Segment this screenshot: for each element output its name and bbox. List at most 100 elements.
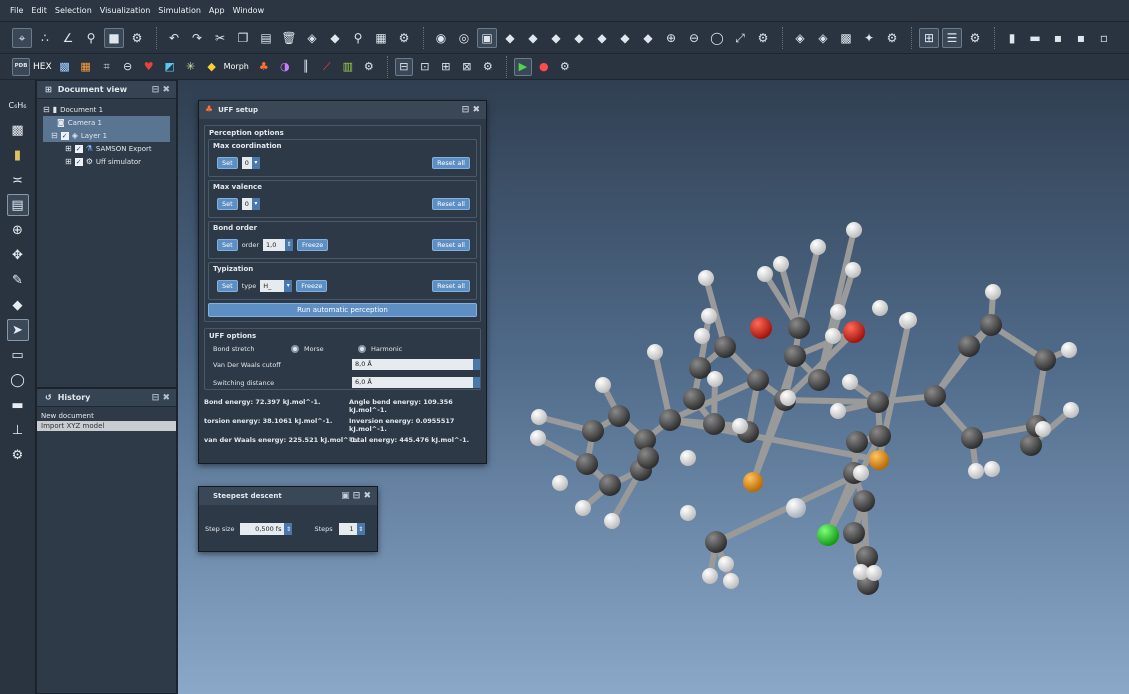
bond[interactable] — [667, 377, 761, 423]
bond[interactable] — [652, 349, 673, 423]
hydrogen-atom[interactable] — [846, 222, 862, 238]
panel-close-icon[interactable]: ▣ ⊟ ✖ — [341, 491, 371, 501]
panel-close-icon[interactable]: ⊟ ✖ — [151, 84, 170, 95]
bond[interactable] — [825, 470, 857, 538]
record-icon[interactable]: ● — [539, 60, 549, 73]
visibility-checkbox[interactable]: ✓ — [60, 131, 69, 140]
carbon-atom[interactable] — [689, 357, 711, 379]
carbon-atom[interactable] — [637, 447, 659, 469]
bond[interactable] — [782, 329, 857, 403]
carbon-atom[interactable] — [843, 522, 865, 544]
bond[interactable] — [782, 397, 881, 405]
color-map-icon[interactable]: ▦ — [80, 60, 91, 73]
menu-file[interactable]: File — [10, 6, 24, 15]
hydrogen-atom[interactable] — [825, 328, 841, 344]
bond-order-set-button[interactable]: Set — [217, 238, 238, 251]
render-quality-icon[interactable]: ◈ — [795, 30, 805, 45]
harmonic-radio[interactable] — [358, 345, 366, 353]
steps-spinbox[interactable]: 1⇕ — [338, 523, 365, 535]
find-icon[interactable]: ⚲ — [353, 30, 363, 45]
simulator-4-icon[interactable]: ⊠ — [462, 60, 472, 73]
hydrogen-atom[interactable] — [702, 568, 718, 584]
docking-icon[interactable]: ◑ — [280, 60, 290, 73]
hydrogen-atom[interactable] — [773, 256, 789, 272]
hydrogen-atom[interactable] — [866, 565, 882, 581]
hydrogen-atom[interactable] — [810, 239, 826, 255]
cube-view-icon[interactable]: ▣ — [477, 27, 497, 48]
max-coord-reset-button[interactable]: Reset all — [432, 157, 470, 169]
hide-icon[interactable]: ◈ — [307, 30, 317, 45]
view-right-icon[interactable]: ◆ — [574, 30, 584, 45]
hydrogen-atom[interactable] — [531, 409, 547, 425]
knife-icon[interactable]: ⟋ — [323, 60, 331, 73]
hydrogen-atom[interactable] — [1063, 402, 1079, 418]
max-coord-spinbox[interactable]: 0▾ — [241, 156, 260, 169]
switching-distance-stepper[interactable] — [473, 377, 480, 388]
hydrogen-atom[interactable] — [830, 304, 846, 320]
copy-icon[interactable]: ❐ — [237, 30, 249, 45]
hydrogen-atom[interactable] — [647, 344, 663, 360]
hydrogen-atom[interactable] — [901, 312, 917, 328]
chart-icon[interactable]: ▥ — [342, 60, 354, 73]
molecule-render[interactable] — [178, 80, 1129, 694]
grid-icon[interactable]: ▤ — [6, 194, 29, 216]
save-as-icon[interactable]: ▪ — [1076, 30, 1086, 45]
ring-icon[interactable]: ⊖ — [123, 60, 133, 73]
lattice-icon[interactable]: ⌗ — [103, 60, 110, 73]
save-icon[interactable]: ▪ — [1053, 30, 1063, 45]
carbon-atom[interactable] — [784, 345, 806, 367]
hydrogen-atom[interactable] — [968, 463, 984, 479]
hydrogen-atom[interactable] — [604, 513, 620, 529]
phosphorus-atom[interactable] — [743, 472, 763, 492]
formula-icon[interactable]: C₆H₆ — [8, 100, 27, 110]
hydrogen-atom[interactable] — [575, 500, 591, 516]
typization-reset-button[interactable]: Reset all — [432, 280, 470, 292]
view-back-icon[interactable]: ◆ — [528, 30, 538, 45]
carbon-atom[interactable] — [747, 369, 769, 391]
vdw-cutoff-input[interactable]: 8,0 Å — [352, 359, 479, 370]
rectangle-select-icon[interactable]: ▭ — [11, 347, 24, 363]
settings-gear-icon[interactable]: ⚙ — [398, 30, 410, 45]
carbon-atom[interactable] — [576, 453, 598, 475]
morph-app-button[interactable]: Morph — [223, 62, 249, 71]
hydrogen-atom[interactable] — [707, 371, 723, 387]
carbon-atom[interactable] — [703, 413, 725, 435]
select-arrow-icon[interactable]: ➤ — [6, 319, 29, 341]
carbon-atom[interactable] — [867, 391, 889, 413]
oxygen-atom[interactable] — [843, 321, 865, 343]
settings-gear-icon[interactable]: ⚙ — [886, 30, 898, 45]
settings-gear-icon[interactable]: ⚙ — [363, 60, 374, 73]
history-item-selected[interactable]: Import XYZ model — [37, 421, 176, 431]
hydrogen-atom[interactable] — [853, 465, 869, 481]
phosphorus-atom[interactable] — [869, 450, 889, 470]
export-icon[interactable]: ▫ — [1099, 30, 1109, 45]
hydrogen-atom[interactable] — [694, 328, 710, 344]
structure-icon[interactable]: ⚲ — [86, 30, 96, 45]
carbon-atom[interactable] — [659, 409, 681, 431]
oxygen-atom[interactable] — [750, 317, 772, 339]
carbon-atom[interactable] — [683, 388, 705, 410]
tree-item-camera[interactable]: ◙ Camera 1 — [43, 116, 170, 129]
view-iso-icon[interactable]: ◆ — [643, 30, 653, 45]
hydrogen-atom[interactable] — [853, 564, 869, 580]
simulator-2-icon[interactable]: ⊡ — [420, 60, 430, 73]
visibility-checkbox[interactable]: ✓ — [74, 144, 83, 153]
diamond-icon[interactable]: ◆ — [207, 60, 216, 73]
network-icon[interactable]: ✳ — [186, 60, 196, 73]
hex-app-button[interactable]: HEX — [33, 61, 52, 72]
carbon-atom[interactable] — [961, 427, 983, 449]
expand-icon[interactable]: ⊞ — [65, 144, 72, 153]
carbon-atom[interactable] — [869, 425, 891, 447]
view-left-icon[interactable]: ◆ — [551, 30, 561, 45]
settings-gear-icon[interactable]: ⚙ — [757, 30, 769, 45]
stepper-arrows-icon[interactable]: ⇕ — [285, 238, 294, 251]
uff-flask-icon[interactable]: ♣ — [258, 60, 269, 73]
visibility-checkbox[interactable]: ✓ — [74, 157, 83, 166]
carbon-atom[interactable] — [634, 429, 656, 451]
carbon-atom[interactable] — [1020, 434, 1042, 456]
tree-item-samson-export[interactable]: ⊞ ✓ ⚗ SAMSON Export — [43, 142, 170, 155]
carbon-atom[interactable] — [599, 474, 621, 496]
simulator-3-icon[interactable]: ⊞ — [441, 60, 451, 73]
hydrogen-atom[interactable] — [698, 270, 714, 286]
undo-icon[interactable]: ↶ — [168, 30, 180, 45]
